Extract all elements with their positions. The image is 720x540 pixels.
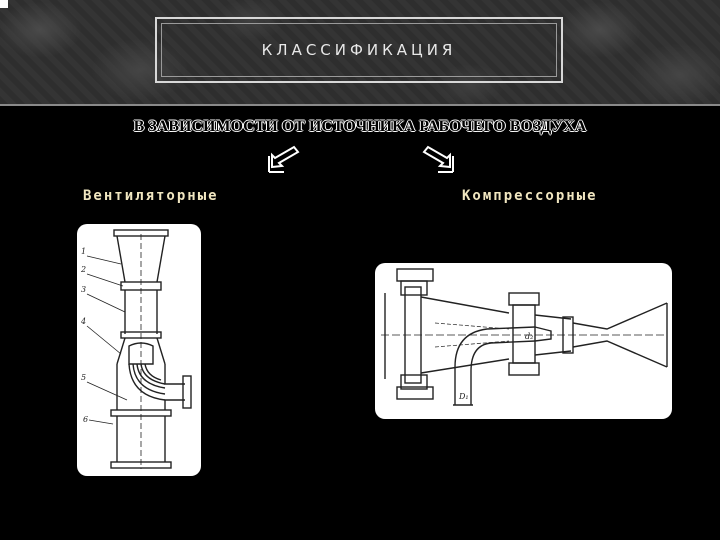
compressor-ejector-diagram: d₂ D₁ — [375, 263, 672, 419]
fan-ejector-diagram: 1 2 3 4 5 6 — [77, 224, 201, 476]
header-banner: КЛАССИФИКАЦИЯ — [0, 0, 720, 106]
title-frame: КЛАССИФИКАЦИЯ — [155, 17, 563, 83]
callout-6: 6 — [83, 415, 88, 424]
dim-d2: d₂ — [525, 332, 533, 341]
title-frame-inner — [161, 23, 557, 77]
arrow-down-right-icon — [422, 145, 454, 173]
callout-1: 1 — [81, 247, 86, 256]
label-compressor: Компрессорные — [462, 188, 598, 204]
arrow-down-left-icon — [268, 145, 300, 173]
fan-ejector-drawing: 1 2 3 4 5 6 — [80, 229, 192, 469]
dim-D1: D₁ — [458, 392, 469, 401]
compressor-ejector-drawing: d₂ D₁ — [381, 268, 668, 406]
slide-subtitle: В ЗАВИСИМОСТИ ОТ ИСТОЧНИКА РАБОЧЕГО ВОЗД… — [133, 118, 587, 135]
corner-marker — [0, 0, 8, 8]
callout-4: 4 — [80, 317, 86, 326]
slide-title: КЛАССИФИКАЦИЯ — [261, 41, 457, 59]
callout-5: 5 — [81, 373, 86, 382]
callout-2: 2 — [80, 265, 86, 274]
label-fan: Вентиляторные — [83, 188, 219, 204]
callout-3: 3 — [81, 285, 86, 294]
